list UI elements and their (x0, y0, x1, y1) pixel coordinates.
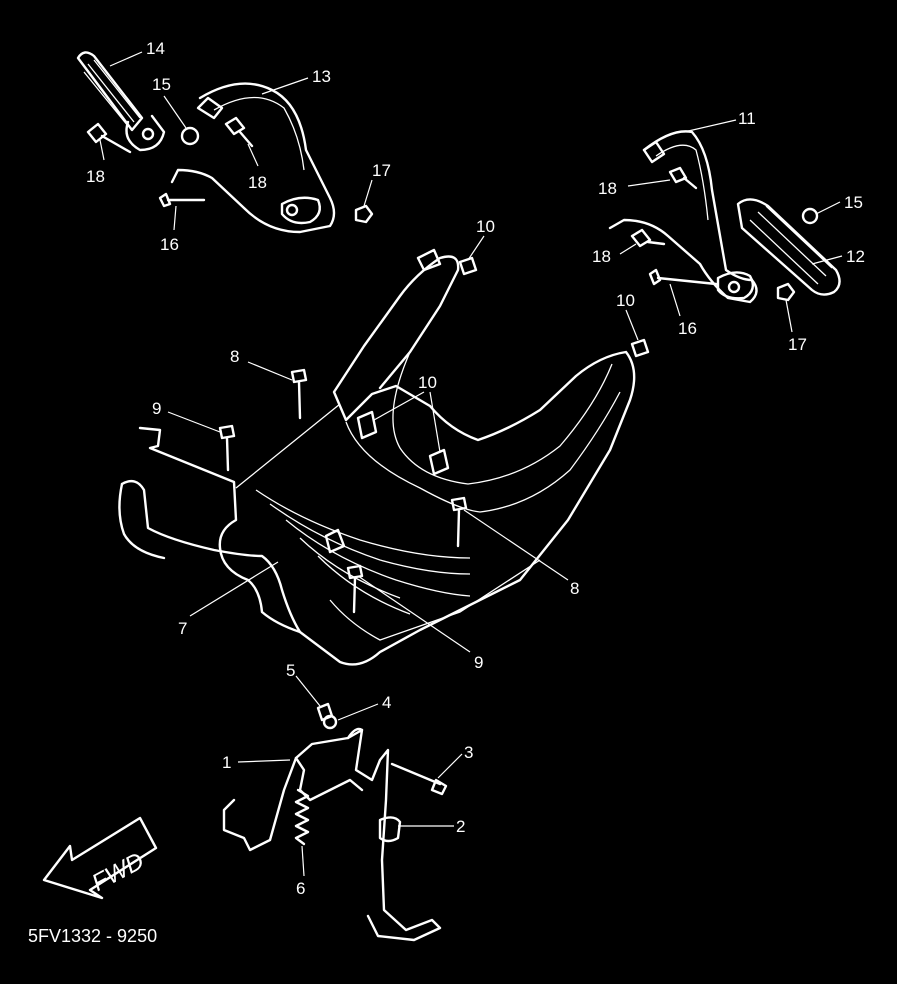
callout-16: 16 (160, 235, 179, 254)
left-nut (354, 204, 374, 224)
callout-8: 8 (570, 579, 579, 598)
center-stand-assembly (222, 702, 448, 942)
stand-collar (378, 816, 402, 843)
callout-6: 6 (296, 879, 305, 898)
callout-17: 17 (788, 335, 807, 354)
callout-11: 11 (738, 109, 756, 128)
clips (356, 256, 650, 476)
callout-10: 10 (616, 291, 635, 310)
callout-8: 8 (230, 347, 239, 366)
callout-18: 18 (86, 167, 105, 186)
return-spring (294, 788, 310, 846)
callout-10: 10 (418, 373, 437, 392)
footrest-board (118, 248, 636, 666)
right-long-bolt (648, 268, 718, 286)
right-bolts (630, 166, 698, 248)
screws (218, 368, 468, 614)
right-nut (776, 282, 796, 302)
right-footrest-assembly (608, 130, 841, 304)
stand-cotter (316, 702, 334, 722)
callout-15: 15 (152, 75, 171, 94)
left-washer (180, 126, 200, 146)
right-washer (801, 207, 819, 225)
callout-13: 13 (312, 67, 331, 86)
callout-2: 2 (456, 817, 465, 836)
callout-14: 14 (146, 39, 165, 58)
left-long-bolt (158, 192, 206, 208)
left-bolts (86, 116, 254, 154)
callout-labels: 14 15 13 18 18 17 16 11 18 15 18 12 10 1… (86, 39, 865, 898)
diagram-code: 5FV1332 - 9250 (28, 926, 157, 946)
right-footpeg (736, 198, 841, 296)
callout-17: 17 (372, 161, 391, 180)
callout-10: 10 (476, 217, 495, 236)
callout-9: 9 (474, 653, 483, 672)
fwd-arrow-icon: FWD (42, 816, 158, 900)
callout-18: 18 (248, 173, 267, 192)
callout-3: 3 (464, 743, 473, 762)
left-footpeg (76, 51, 166, 152)
left-footrest-bracket (170, 82, 336, 234)
callout-1: 1 (222, 753, 231, 772)
callout-7: 7 (178, 619, 187, 638)
callout-18: 18 (592, 247, 611, 266)
callout-18: 18 (598, 179, 617, 198)
stand-bolt (390, 762, 448, 796)
leader-lines (99, 51, 843, 877)
callout-9: 9 (152, 399, 161, 418)
callout-12: 12 (846, 247, 865, 266)
left-footrest-assembly (76, 51, 374, 234)
callout-16: 16 (678, 319, 697, 338)
fwd-label: FWD (88, 847, 149, 896)
callout-5: 5 (286, 661, 295, 680)
right-footrest-bracket (608, 130, 758, 304)
callout-4: 4 (382, 693, 391, 712)
callout-15: 15 (844, 193, 863, 212)
